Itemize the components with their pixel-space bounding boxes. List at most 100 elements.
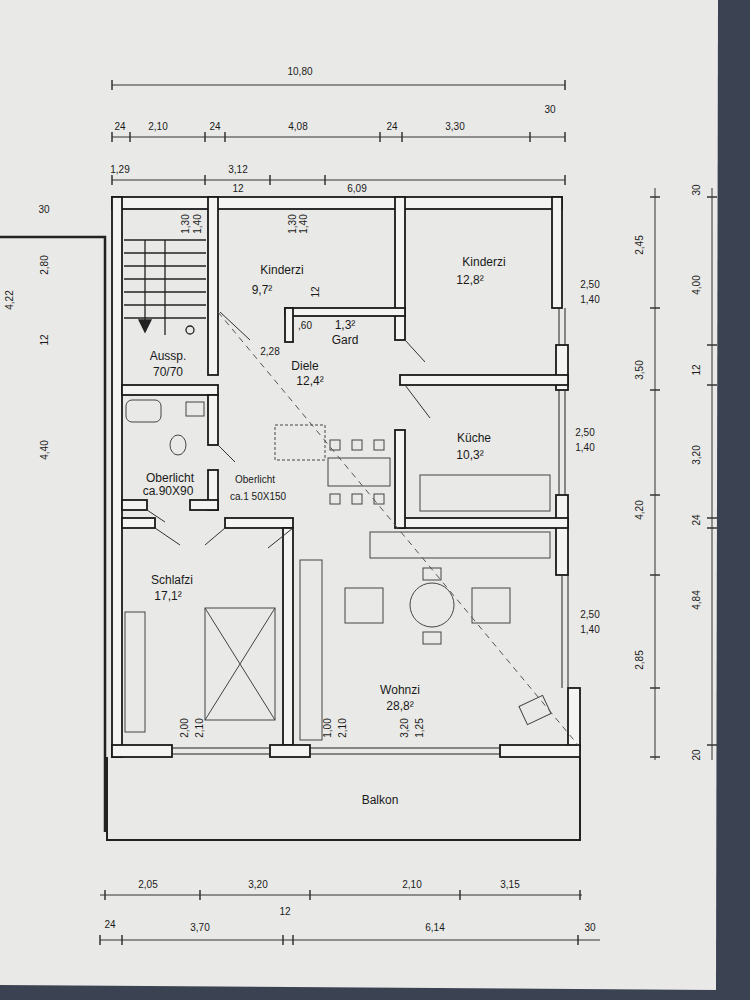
windows-part: [559, 308, 560, 345]
furniture-part: [170, 435, 186, 455]
dimension-label: 6,09: [347, 184, 366, 194]
furniture-part: [410, 583, 454, 627]
walls-part: [122, 500, 147, 510]
furniture-part: [374, 440, 384, 450]
dimension-lines-part: [199, 890, 201, 900]
dimension-lines-part: [100, 895, 582, 896]
room-name: Aussp.: [150, 350, 187, 362]
windows-part: [310, 748, 500, 749]
room-area-value: Gard: [332, 334, 359, 346]
dimension-label: 3,20: [692, 445, 702, 464]
dimension-label: 3,20: [400, 718, 410, 737]
dimension-label: 1,29: [110, 165, 129, 175]
dimension-lines-part: [655, 188, 656, 760]
walls-part: [208, 395, 218, 445]
dimension-lines-part: [379, 132, 381, 142]
dimension-label: 4,20: [635, 500, 645, 519]
room-area: Oberlichtca.90X90: [122, 395, 208, 500]
furniture-part: [352, 494, 362, 504]
dimension-lines-part: [401, 132, 403, 142]
dimension-lines-part: [712, 188, 713, 760]
dimension-lines-part: [650, 756, 660, 758]
dimension-label: 12: [40, 334, 50, 345]
windows-part: [310, 754, 500, 755]
dimension-label: 20: [692, 749, 702, 760]
staircase: [124, 240, 206, 335]
dimension-lines-part: [100, 940, 600, 941]
walls-part: [500, 745, 580, 757]
dimension-lines-part: [650, 196, 660, 198]
dimension-lines-part: [100, 80, 717, 945]
dimension-label: 30: [38, 205, 49, 215]
doors: [147, 312, 430, 548]
windows-part: [559, 390, 560, 495]
dimension-lines-part: [650, 389, 660, 391]
dimension-lines-part: [112, 85, 565, 86]
walls-part: [400, 518, 568, 528]
dimension-label: 1,40: [299, 214, 309, 233]
windows: [172, 308, 568, 754]
dimension-label: 24: [104, 920, 115, 930]
room-name: Schlafzi: [151, 574, 193, 586]
windows-part: [565, 390, 566, 495]
room-area-value: ca.90X90: [143, 485, 194, 497]
dimension-label: 12: [311, 286, 321, 297]
room-area-value: 9,7²: [252, 284, 273, 296]
dimension-label: 4,84: [692, 590, 702, 609]
dimension-lines-part: [459, 890, 461, 900]
furniture-part: [352, 440, 362, 450]
dimension-label: 3,15: [500, 880, 519, 890]
walls-part: [400, 375, 568, 385]
windows-part: [568, 575, 569, 688]
dimension-label: 1,40: [575, 443, 594, 453]
dimension-label: 1,40: [193, 214, 203, 233]
walls-part: [208, 197, 218, 375]
room-area-value: 10,3²: [456, 449, 483, 461]
paper: [0, 0, 718, 990]
dimension-lines-part: [707, 344, 717, 346]
room-name: Kinderzi: [260, 264, 303, 276]
dimension-label: 3,30: [445, 122, 464, 132]
dimension-label: 30: [544, 105, 555, 115]
dimension-lines-part: [529, 132, 531, 142]
dimension-lines-part: [129, 132, 131, 142]
dimension-lines-part: [292, 935, 294, 945]
dimension-lines-part: [224, 132, 226, 142]
dimension-label: 24: [692, 514, 702, 525]
neighbour-outline-part: [0, 237, 105, 832]
dimension-label: 2,50: [580, 610, 599, 620]
furniture-part: [186, 402, 204, 416]
dimension-label: 12: [232, 184, 243, 194]
walls-part: [285, 308, 405, 316]
dimension-label: 2,45: [635, 235, 645, 254]
room-area-value: 70/70: [153, 366, 183, 378]
dimension-label: 4,40: [40, 440, 50, 459]
walls-part: [568, 688, 580, 750]
dimension-label: 1,40: [580, 295, 599, 305]
walls-part: [112, 197, 562, 209]
dimension-lines-part: [204, 132, 206, 142]
furniture-part: [519, 695, 551, 724]
room-area-value: 17,1²: [154, 590, 181, 602]
dimension-lines-part: [121, 935, 123, 945]
furniture-part: [126, 400, 161, 422]
furniture-part: [330, 494, 340, 504]
room-name: Oberlicht: [146, 472, 194, 484]
fold-line: [218, 312, 578, 745]
fold-line-part: [218, 312, 578, 745]
dimension-label: 4,00: [692, 275, 702, 294]
dimension-label: ,60: [298, 321, 312, 331]
dimension-lines-part: [309, 890, 311, 900]
furniture-part: [125, 612, 145, 732]
furniture-part: [370, 532, 550, 558]
dimension-lines-part: [111, 80, 113, 90]
dimension-lines-part: [650, 687, 660, 689]
room-name: 1,3²: [335, 319, 356, 331]
furniture-part: [300, 560, 322, 740]
walls-part: [395, 197, 405, 340]
doors-part: [405, 340, 425, 362]
dimension-label: 3,70: [190, 923, 209, 933]
dimension-label: ca.1 50X150: [230, 492, 286, 502]
neighbour-outline: [0, 237, 105, 832]
